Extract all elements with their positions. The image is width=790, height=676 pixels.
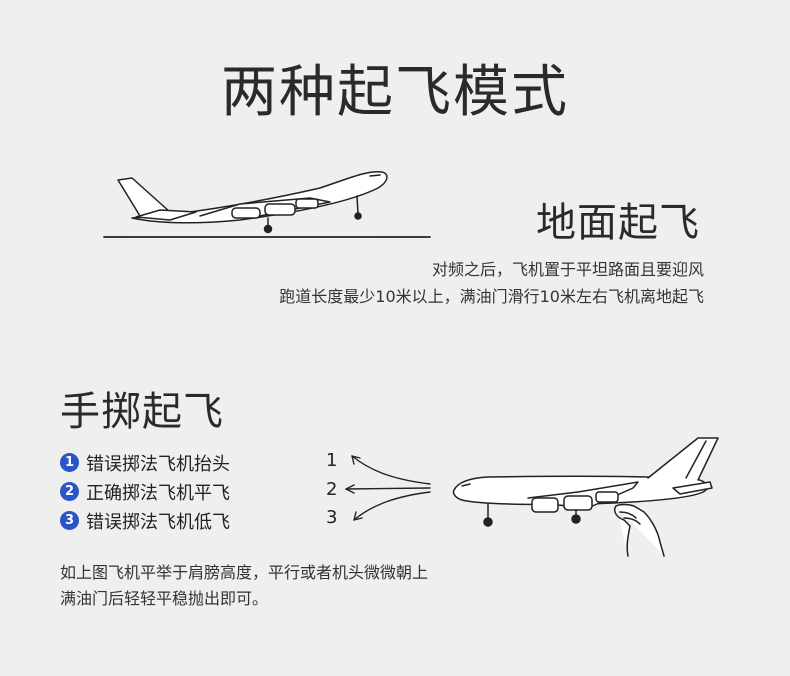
list-item: 1 错误掷法飞机抬头 xyxy=(60,448,230,477)
method-label: 错误掷法飞机低飞 xyxy=(86,511,230,533)
hand-launch-description: 如上图飞机平举于肩膀高度，平行或者机头微微朝上 满油门后轻轻平稳抛出即可。 xyxy=(60,560,428,612)
hand-icon xyxy=(613,503,665,557)
number-badge: 2 xyxy=(60,482,79,501)
number-badge: 3 xyxy=(60,511,79,530)
list-item: 2 正确掷法飞机平飞 xyxy=(60,477,230,506)
airplane-hand-launch-icon xyxy=(452,437,719,557)
launch-methods-list: 1 错误掷法飞机抬头 2 正确掷法飞机平飞 3 错误掷法飞机低飞 xyxy=(60,448,230,535)
ground-desc-line: 对频之后，飞机置于平坦路面且要迎风 xyxy=(431,260,704,279)
airplane-takeoff-icon xyxy=(103,170,431,238)
hand-launch-heading: 手掷起飞 xyxy=(60,389,224,435)
list-item: 3 错误掷法飞机低飞 xyxy=(60,506,230,535)
ground-takeoff-description: 对频之后，飞机置于平坦路面且要迎风 跑道长度最少10米以上，满油门滑行10米左右… xyxy=(279,256,704,310)
ground-desc-line: 跑道长度最少10米以上，满油门滑行10米左右飞机离地起飞 xyxy=(279,287,704,306)
method-label: 错误掷法飞机抬头 xyxy=(86,453,230,475)
arrow-label: 1 xyxy=(326,450,338,471)
method-label: 正确掷法飞机平飞 xyxy=(86,482,230,504)
arrow-label: 3 xyxy=(326,507,338,528)
ground-takeoff-heading: 地面起飞 xyxy=(536,200,700,246)
hand-desc-line: 满油门后轻轻平稳抛出即可。 xyxy=(60,589,269,608)
number-badge: 1 xyxy=(60,453,79,472)
arrow-icon xyxy=(345,455,431,521)
hand-desc-line: 如上图飞机平举于肩膀高度，平行或者机头微微朝上 xyxy=(60,563,429,582)
page-title: 两种起飞模式 xyxy=(221,60,569,125)
arrow-label: 2 xyxy=(326,479,338,500)
